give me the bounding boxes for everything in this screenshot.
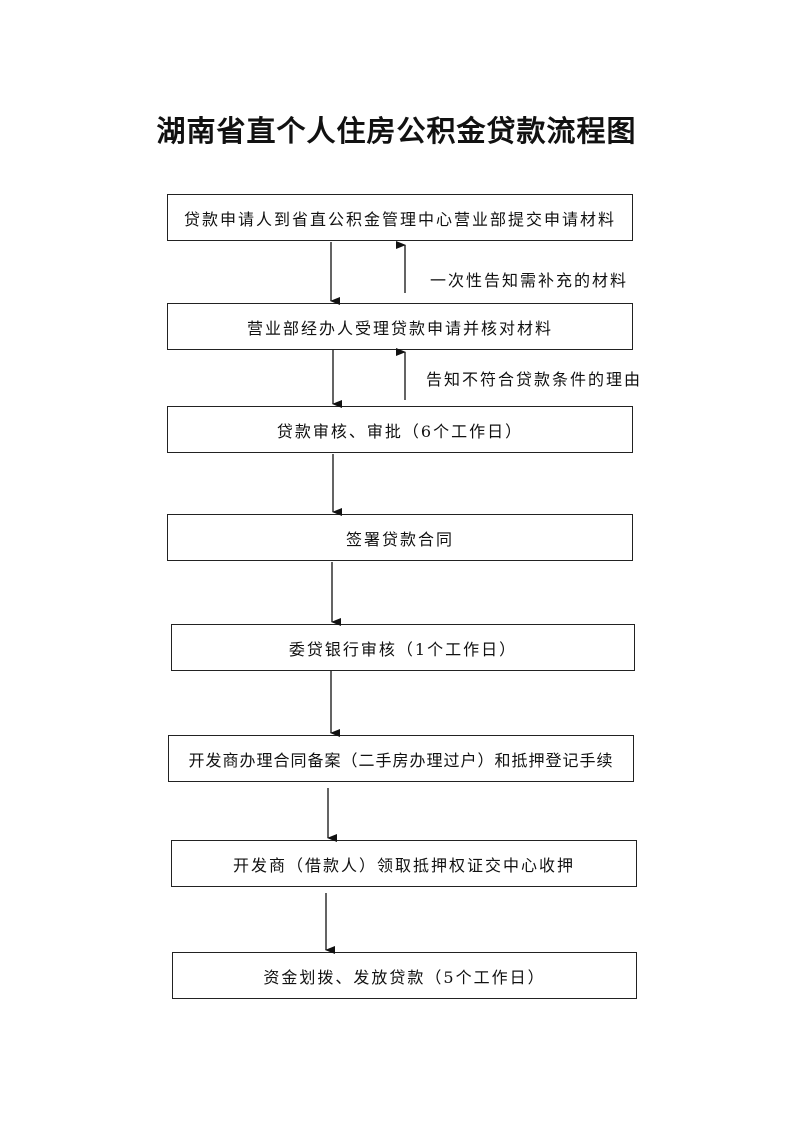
feedback-supplement-materials: 一次性告知需补充的材料	[430, 271, 629, 290]
feedback-rejection-reason: 告知不符合贷款条件的理由	[426, 370, 643, 389]
step-disburse-loan: 资金划拨、发放贷款（5个工作日）	[172, 952, 637, 999]
page-title: 湖南省直个人住房公积金贷款流程图	[156, 114, 637, 148]
step-collect-certificate: 开发商（借款人）领取抵押权证交中心收押	[171, 840, 637, 887]
step-submit-application: 贷款申请人到省直公积金管理中心营业部提交申请材料	[167, 194, 633, 241]
step-sign-contract: 签署贷款合同	[167, 514, 633, 561]
step-filing-mortgage: 开发商办理合同备案（二手房办理过户）和抵押登记手续	[168, 735, 634, 782]
step-review-approve: 贷款审核、审批（6个工作日）	[167, 406, 633, 453]
step-bank-review: 委贷银行审核（1个工作日）	[171, 624, 635, 671]
